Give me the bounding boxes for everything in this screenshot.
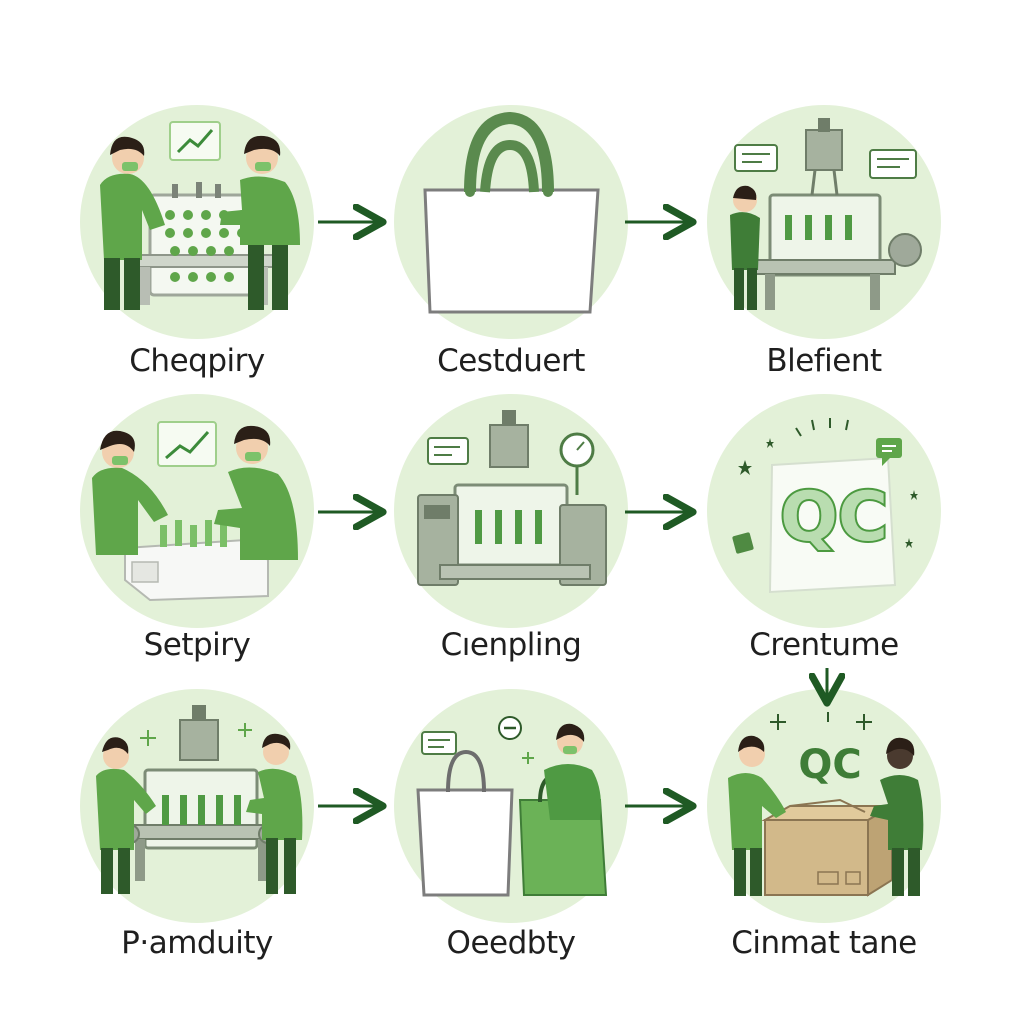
seedling-machine-icon [417, 410, 607, 586]
note-card-right-icon [869, 149, 917, 179]
step-8-label: Oeedbty [446, 925, 576, 961]
worker-left-icon [728, 735, 786, 896]
step-4-label: Setpiry [143, 627, 251, 663]
step-2-label: Cestduert [437, 343, 585, 379]
step-3-label: Blefient [766, 343, 882, 379]
packing-box-icon [124, 520, 269, 602]
white-bag-icon [416, 749, 514, 897]
signal-rays-icon [795, 418, 849, 437]
step-6-illustration: QC [707, 394, 941, 628]
minus-badge-icon [498, 716, 522, 740]
plus-sparkle-icon [522, 752, 534, 764]
small-cube-icon [732, 532, 754, 554]
step-5-label: Cıenpling [440, 627, 582, 663]
step-9-illustration: QC [707, 689, 941, 923]
worker-operator-icon [730, 185, 760, 310]
flow-arrows [318, 222, 827, 806]
step-8-illustration [394, 689, 628, 923]
worker-left-icon [92, 430, 168, 555]
growth-chart-icon [157, 421, 217, 467]
worker-right-icon [870, 737, 924, 896]
worker-left-icon [96, 737, 156, 894]
step-2-illustration [394, 105, 628, 339]
seedling-machine-icon [119, 705, 279, 881]
sparkle-icon [738, 438, 918, 548]
planting-machine-icon [732, 118, 922, 310]
growth-chart-icon [169, 121, 221, 161]
worker-left-icon [100, 136, 165, 310]
note-card-icon [734, 144, 778, 172]
worker-right-icon [246, 733, 303, 894]
step-3-illustration [707, 105, 941, 339]
plus-sparkle-icon [770, 712, 872, 730]
worker-right-icon [214, 425, 298, 560]
worker-icon [544, 723, 601, 820]
qc-small-label: QC [798, 742, 861, 788]
step-5-illustration [394, 394, 628, 628]
qc-large-label: QC [780, 478, 888, 557]
worker-right-icon [220, 135, 300, 310]
tote-bag-icon [423, 111, 600, 314]
pressure-gauge-icon [559, 432, 595, 495]
step-1-label: Cheqpiry [129, 343, 265, 379]
step-6-label: Crentume [749, 627, 899, 663]
qc-document-icon [768, 456, 897, 594]
chat-bubble-icon [876, 438, 902, 466]
step-4-illustration [80, 394, 314, 628]
step-1-illustration [80, 105, 314, 339]
step-9-label: Cinmat tane [731, 925, 917, 961]
plus-sparkle-icon [140, 723, 252, 746]
step-7-illustration [80, 689, 314, 923]
step-7-label: P·amduity [121, 925, 273, 961]
note-card-icon [427, 437, 469, 465]
note-card-icon [421, 731, 457, 755]
